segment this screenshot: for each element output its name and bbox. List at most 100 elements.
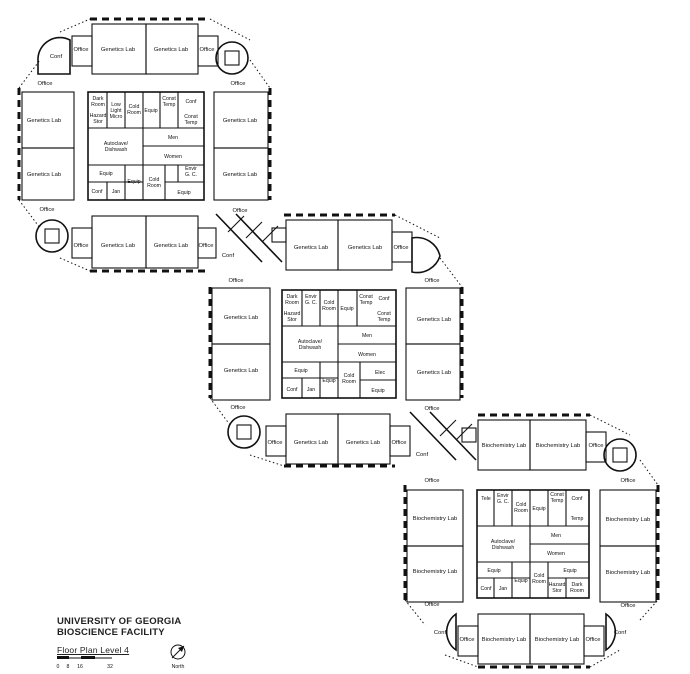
conf-label: Conf (50, 54, 63, 60)
biochemistry-lab-label: Biochemistry Lab (413, 569, 457, 575)
wing-3: Biochemistry Lab Biochemistry Lab Office… (403, 413, 660, 669)
scale-tick-label: 8 (67, 664, 70, 670)
const-temp-label: Const (550, 492, 564, 498)
equip-label: Equip (322, 378, 335, 384)
genetics-lab-label: Genetics Lab (154, 243, 188, 249)
autoclave-label: Autoclave/ (298, 339, 323, 345)
genetics-lab-room (91, 215, 147, 269)
genetics-lab-room (211, 343, 271, 401)
facility-title-line2: BIOSCIENCE FACILITY (57, 627, 165, 638)
hazard-stor-label: Hazard (90, 113, 107, 119)
stair-tower (215, 41, 249, 75)
conf-label: Conf (434, 630, 447, 636)
envir-gc-label: G. C. (497, 499, 509, 505)
const-temp-label: Const (377, 311, 391, 317)
dark-room-label: Room (570, 588, 584, 594)
genetics-lab-label: Genetics Lab (223, 118, 257, 124)
cold-room-label: Room (514, 508, 528, 514)
hazard-stor-label: Hazard (549, 582, 566, 588)
cold-room-label: Cold (129, 104, 140, 110)
equip-label: Equip (487, 568, 500, 574)
janitor-label: Jan (307, 387, 315, 393)
connector-2: Conf (409, 411, 477, 461)
office-label: Office (620, 603, 635, 609)
office-label: Office (73, 243, 88, 249)
office-label: Office (585, 637, 600, 643)
cold-room-label: Room (127, 110, 141, 116)
hazard-stor-label: Stor (93, 119, 103, 125)
equip-label: Equip (514, 578, 527, 584)
equip-label: Equip (294, 368, 307, 374)
genetics-lab-label: Genetics Lab (224, 368, 258, 374)
genetics-lab-label: Genetics Lab (101, 47, 135, 53)
conf-label: Conf (186, 99, 198, 105)
conf-label: Conf (614, 630, 627, 636)
cold-room-label: Room (322, 306, 336, 312)
biochemistry-lab-label: Biochemistry Lab (606, 517, 650, 523)
const-temp-label: Temp (185, 120, 198, 126)
envir-gc-label: G. C. (185, 172, 197, 178)
women-restroom-label: Women (358, 352, 376, 358)
dark-room-label: Dark (287, 294, 298, 300)
office-label: Office (424, 478, 439, 484)
const-temp-label: Temp (163, 102, 176, 108)
const-temp-label: Temp (360, 300, 373, 306)
genetics-lab-room (213, 147, 269, 201)
envir-gc-label: G. C. (305, 300, 317, 306)
autoclave-label: Dishwash (492, 545, 515, 551)
const-temp-label: Const (184, 114, 198, 120)
low-light-micro-label: Micro (110, 114, 123, 120)
office-room (389, 425, 411, 457)
scale-tick-label: 32 (107, 664, 113, 670)
const-temp-label: Const (162, 96, 176, 102)
north-arrow-icon: North (170, 644, 186, 670)
autoclave-label: Autoclave/ (104, 141, 129, 147)
conf-label: Conf (481, 586, 493, 592)
dark-room-label: Room (285, 300, 299, 306)
const-temp-label: Const (359, 294, 373, 300)
office-label: Office (230, 405, 245, 411)
office-label: Office (459, 637, 474, 643)
dark-room-label: Dark (93, 96, 104, 102)
genetics-lab-label: Genetics Lab (154, 47, 188, 53)
biochemistry-lab-label: Biochemistry Lab (535, 637, 579, 643)
office-label: Office (267, 440, 282, 446)
office-label: Office (199, 47, 214, 53)
genetics-lab-label: Genetics Lab (417, 317, 451, 323)
const-temp-label: Temp (551, 498, 564, 504)
envir-gc-label: Envir (305, 294, 317, 300)
office-label: Office (39, 207, 54, 213)
envir-gc-label: Envir (185, 166, 197, 172)
autoclave-label: Dishwash (105, 147, 128, 153)
men-restroom-label: Men (168, 135, 178, 141)
cold-room-label: Room (342, 379, 356, 385)
genetics-lab-room (21, 147, 75, 201)
genetics-lab-room (285, 413, 339, 465)
men-restroom-label: Men (551, 533, 561, 539)
conf-label: Conf (379, 296, 391, 302)
cold-room-label: Cold (344, 373, 355, 379)
scale-bar: 0 8 16 32 (57, 656, 113, 670)
cold-room-label: Room (532, 579, 546, 585)
hazard-stor-label: Hazard (284, 311, 301, 317)
stair-tower (603, 438, 637, 472)
office-label: Office (198, 243, 213, 249)
wing-2: Genetics Lab Genetics Lab Office Office … (208, 213, 464, 468)
equip-label: Equip (532, 506, 545, 512)
wing-1: Genetics Lab Genetics Lab Office Office … (17, 17, 272, 273)
dark-room-label: Room (91, 102, 105, 108)
genetics-lab-label: Genetics Lab (294, 440, 328, 446)
office-label: Office (424, 406, 439, 412)
conf-round (445, 612, 457, 652)
autoclave-label: Autoclave/ (491, 539, 516, 545)
equip-label: Equip (144, 108, 157, 114)
conf-label: Conf (222, 253, 235, 259)
genetics-lab-room (337, 413, 391, 465)
cold-room-label: Cold (324, 300, 335, 306)
office-label: Office (228, 278, 243, 284)
biochemistry-lab-label: Biochemistry Lab (482, 443, 526, 449)
autoclave-label: Dishwash (299, 345, 322, 351)
office-label: Office (424, 602, 439, 608)
biochemistry-lab-label: Biochemistry Lab (606, 570, 650, 576)
office-label: Office (232, 208, 247, 214)
